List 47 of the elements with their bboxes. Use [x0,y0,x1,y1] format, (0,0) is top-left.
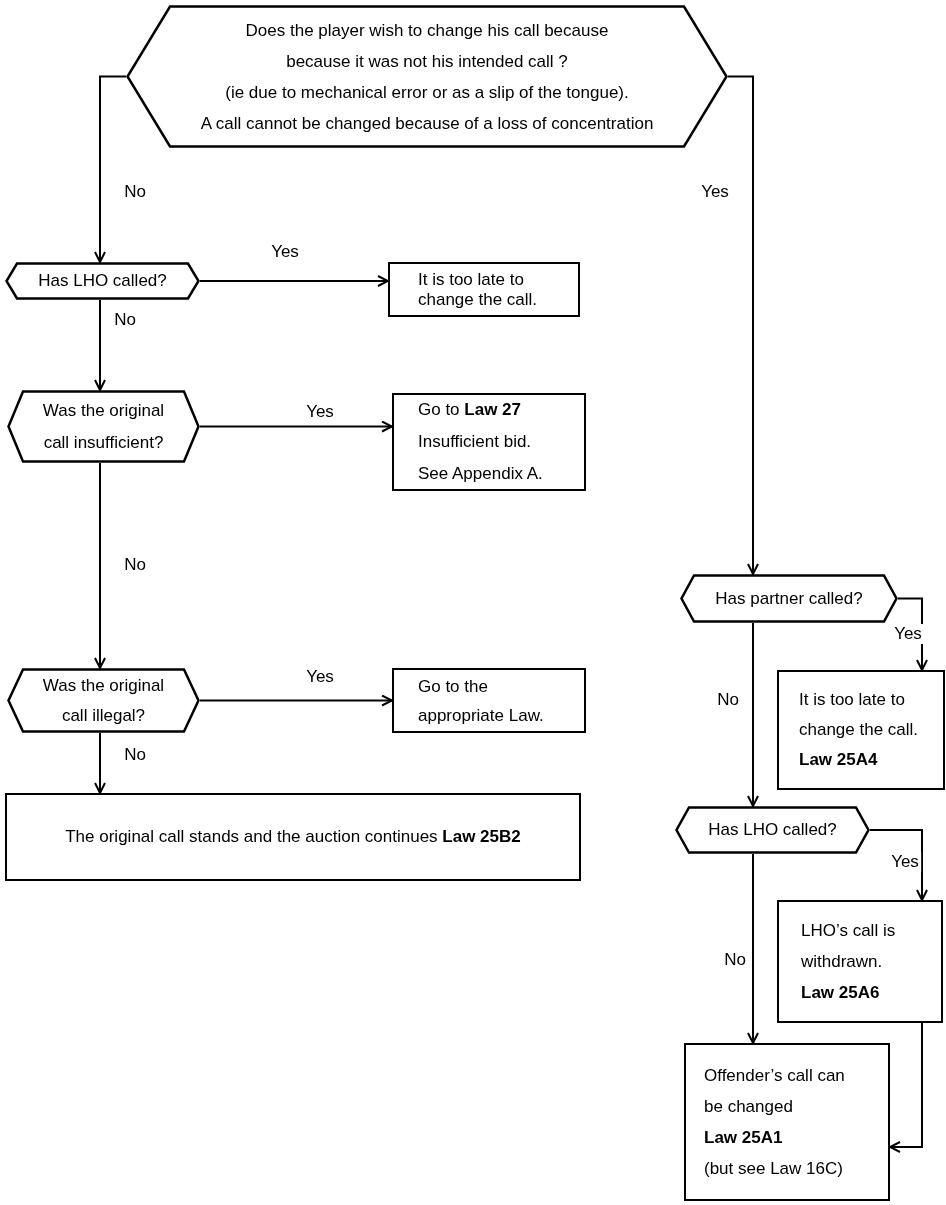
process-box [392,668,586,733]
arrow [869,829,928,901]
outcome-text: (but see Law 16C) [704,1158,843,1180]
question-text: Does the player wish to change his call because because it was not his intended call ? [244,19,610,73]
question-text: Has LHO called? [708,819,837,841]
decision-hexagon [5,262,200,300]
question-text: Has partner called? [715,587,863,610]
arrow [747,853,759,1044]
arrow [199,694,393,707]
outcome-text: See Appendix A. [418,463,543,485]
outcome-text: It is too late to change the call. [799,689,920,741]
outcome-text: Law 25A6 [801,982,880,1004]
arrow [94,299,106,391]
decision-hexagon [675,806,870,854]
outcome-text: Go to the appropriate Law. [418,675,545,727]
outcome-text: LHO’s call is withdrawn. [801,920,897,973]
question-text: Was the original call insufficient? [41,399,166,454]
arrow [94,462,106,669]
outcome-text: Offender’s call can be changed [704,1065,846,1118]
arrow [727,75,759,575]
question-text: A call cannot be changed because of a loss of concentration [200,112,654,135]
process-box [777,900,943,1023]
arrow [889,1022,923,1153]
outcome-text: The original call stands and the auction continues Law 25B2 [65,826,521,848]
outcome-text: Go to Law 27 [418,399,521,421]
process-box [5,793,581,881]
arrow [94,75,127,263]
process-box [777,670,945,790]
outcome-text: Law 25A1 [704,1127,783,1149]
question-text: Has LHO called? [38,270,167,292]
arrow [747,622,759,807]
arrow [199,275,389,287]
arrow [199,420,393,433]
outcome-text: Law 25A4 [799,749,878,771]
arrow [94,732,106,794]
process-box [684,1043,890,1201]
decision-hexagon [7,668,200,733]
question-text: Was the original call illegal? [41,674,166,727]
decision-hexagon [7,390,200,463]
process-box [392,393,586,491]
outcome-text: Insufficient bid. [418,431,532,453]
question-text: (ie due to mechanical error or as a slip of the tongue). [225,81,629,104]
decision-hexagon [680,574,898,623]
decision-hexagon [126,5,728,148]
edge-label: Yes [892,624,924,644]
outcome-text: It is too late to change the call. [418,269,539,310]
process-box [388,262,580,317]
